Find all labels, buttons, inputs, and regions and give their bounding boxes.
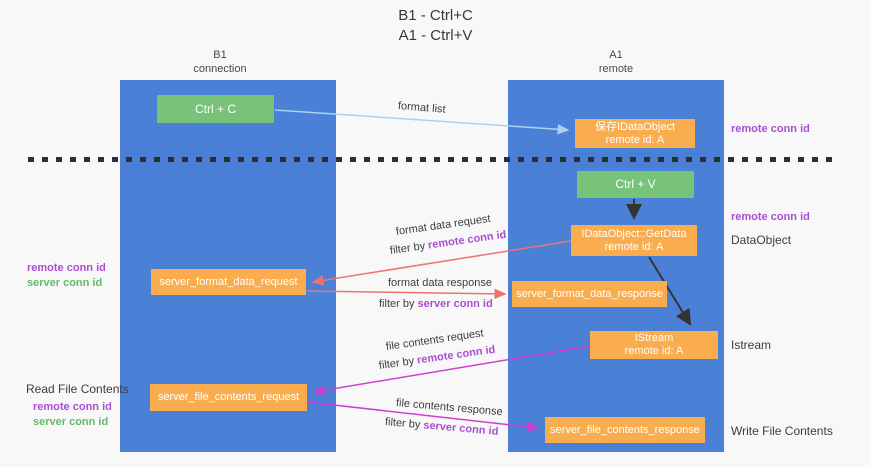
lane-a1-name: A1 xyxy=(609,49,623,61)
filter-key-remote-conn-id: remote conn id xyxy=(416,343,497,367)
label-format-list: format list xyxy=(397,100,447,116)
annotation-remote-conn-id-left: remote conn id xyxy=(27,262,106,274)
annotation-istream: Istream xyxy=(731,338,772,352)
node-server-file-contents-response: server_file_contents_response xyxy=(545,417,705,443)
lane-b1-subtitle: connection xyxy=(193,63,247,75)
annotation-dataobject: DataObject xyxy=(731,233,792,247)
filter-prefix: filter by xyxy=(379,298,418,310)
title-line-2: A1 - Ctrl+V xyxy=(398,27,473,44)
label-file-contents-response: file contents response xyxy=(395,397,504,419)
annotation-remote-conn-id-mid-right: remote conn id xyxy=(731,211,810,223)
annotation-server-conn-id-left-bottom: server conn id xyxy=(33,416,109,428)
node-istream-line1: IStream xyxy=(634,332,674,344)
node-server-file-contents-request: server_file_contents_request xyxy=(150,384,307,411)
lane-a1-subtitle: remote xyxy=(598,63,634,75)
node-server-format-data-request: server_format_data_request xyxy=(151,269,306,295)
node-ctrl-v-label: Ctrl + V xyxy=(615,177,656,191)
node-file-response-label: server_file_contents_response xyxy=(550,423,700,436)
node-file-request-label: server_file_contents_request xyxy=(157,391,300,403)
lane-header-a1: A1 remote xyxy=(508,48,724,76)
annotation-write-file-contents: Write File Contents xyxy=(731,424,833,438)
node-ctrl-c: Ctrl + C xyxy=(157,95,274,123)
filter-prefix: filter by xyxy=(384,416,424,432)
label-filter-file-contents-response: filter by server conn id xyxy=(384,416,498,438)
separator-dashed-line xyxy=(28,157,834,162)
filter-prefix: filter by xyxy=(378,354,418,372)
label-format-data-response: format data response xyxy=(388,277,492,289)
node-getdata-line1: IDataObject::GetData xyxy=(581,227,687,240)
title-line-1: B1 - Ctrl+C xyxy=(398,7,473,24)
node-save-idataobject: 保存IDataObject remote id: A xyxy=(575,119,695,148)
annotation-read-file-contents: Read File Contents xyxy=(26,382,129,396)
node-format-request-label: server_format_data_request xyxy=(159,275,298,288)
filter-prefix: filter by xyxy=(389,239,429,257)
label-filter-format-data-response: filter by server conn id xyxy=(379,298,493,310)
annotation-server-conn-id-left: server conn id xyxy=(27,277,103,289)
node-idataobject-getdata: IDataObject::GetData remote id: A xyxy=(571,225,697,256)
node-ctrl-c-label: Ctrl + C xyxy=(194,101,236,116)
node-format-response-label: server_format_data_response xyxy=(516,287,663,300)
annotation-remote-conn-id-top-right: remote conn id xyxy=(731,123,810,135)
filter-key-server-conn-id: server conn id xyxy=(417,298,493,310)
node-istream-line2: remote id: A xyxy=(624,345,684,357)
node-save-idataobject-line1: 保存IDataObject xyxy=(594,120,676,133)
diagram-title: B1 - Ctrl+C A1 - Ctrl+V xyxy=(0,6,871,46)
node-save-idataobject-line2: remote id: A xyxy=(605,133,665,146)
arrow-format-data-response xyxy=(306,288,507,300)
filter-key-remote-conn-id: remote conn id xyxy=(427,228,508,252)
lane-header-b1: B1 connection xyxy=(112,48,328,76)
filter-key-server-conn-id: server conn id xyxy=(422,419,499,438)
node-istream: IStream remote id: A xyxy=(590,331,718,359)
node-getdata-line2: remote id: A xyxy=(604,240,664,253)
node-ctrl-v: Ctrl + V xyxy=(577,171,694,198)
annotation-remote-conn-id-left-bottom: remote conn id xyxy=(33,401,112,413)
node-server-format-data-response: server_format_data_response xyxy=(512,281,667,307)
lane-b1-name: B1 xyxy=(213,49,227,61)
